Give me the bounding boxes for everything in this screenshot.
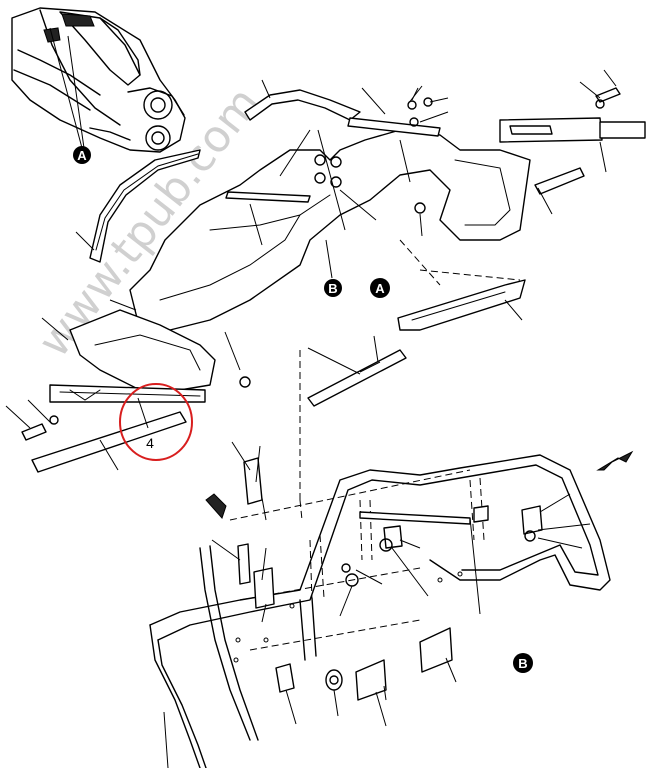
view-b-pointer-label: B xyxy=(324,279,342,297)
view-b-label-detail: B xyxy=(513,653,533,673)
detail-view-b xyxy=(149,350,611,768)
pointer-arrows xyxy=(205,450,634,519)
svg-text:B: B xyxy=(328,281,337,296)
svg-text:A: A xyxy=(77,148,87,163)
aircraft-illustration xyxy=(11,7,186,153)
highlight-circle xyxy=(119,383,193,461)
leader-lines-view-a xyxy=(5,69,617,471)
svg-text:B: B xyxy=(518,656,527,671)
item-number-4: 4 xyxy=(146,435,154,451)
view-a-label-aircraft: A xyxy=(73,146,91,164)
view-a-label-main: A xyxy=(370,278,390,298)
leader-lines-view-b xyxy=(163,441,591,768)
svg-text:A: A xyxy=(375,281,385,296)
